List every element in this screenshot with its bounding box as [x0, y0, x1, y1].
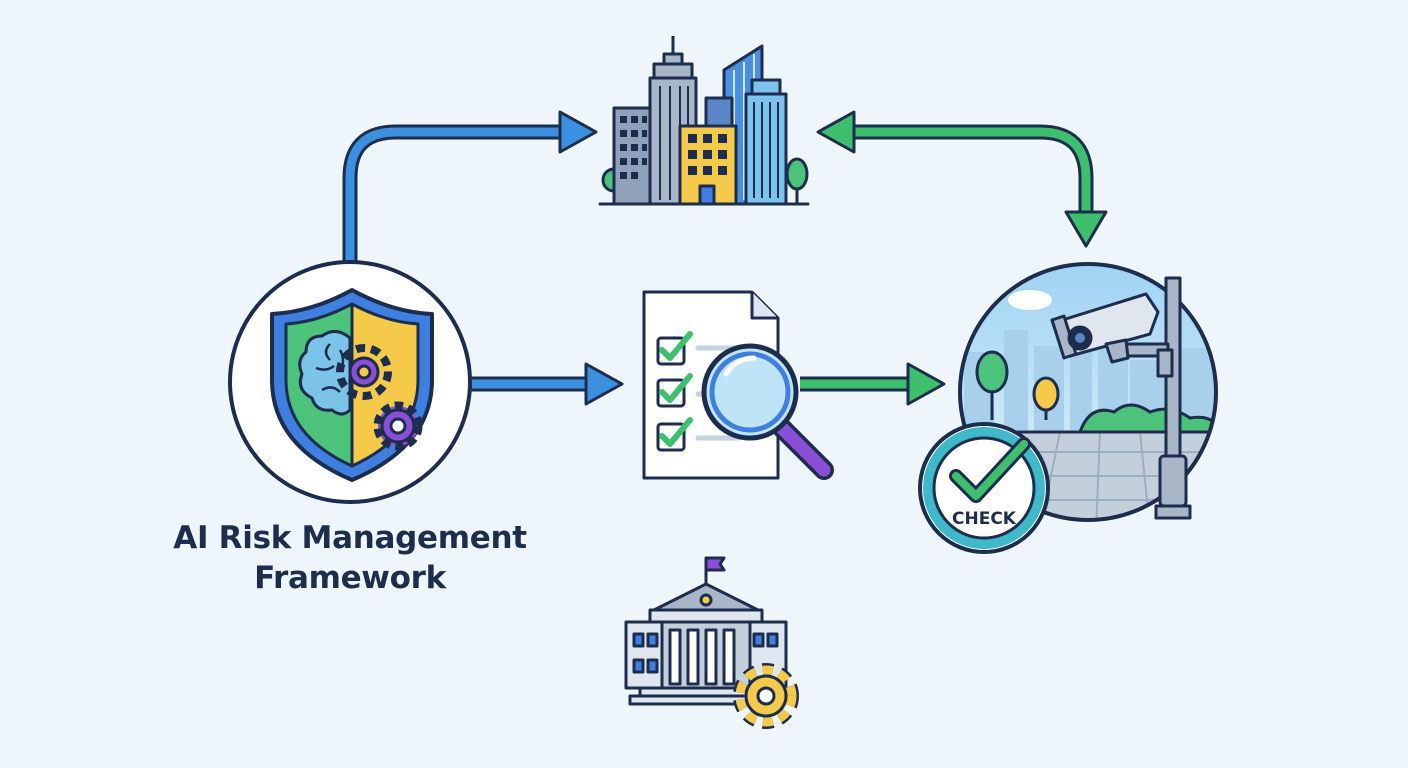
- brain-icon: [298, 330, 352, 416]
- arrow-framework-to-city: [342, 110, 598, 262]
- arrow-checklist-to-cctv: [800, 362, 946, 406]
- check-badge-label: CHECK: [952, 509, 1017, 529]
- purple-gear-icon: [373, 401, 423, 451]
- checklist-magnifier-icon: [642, 290, 834, 480]
- framework-label-line1: AI Risk Management: [173, 520, 527, 556]
- arrow-framework-to-checklist: [470, 362, 624, 406]
- arrow-city-cctv: [816, 110, 1108, 248]
- shield-brain-gear-icon: [228, 260, 472, 504]
- yellow-gear-icon: [733, 663, 799, 729]
- government-building-gear-icon: [624, 556, 799, 729]
- city-buildings-icon: [598, 36, 810, 206]
- framework-label-line2: Framework: [254, 560, 446, 596]
- check-badge-icon: CHECK: [918, 422, 1050, 554]
- framework-label: AI Risk Management Framework: [150, 518, 550, 598]
- checklist-rows: [656, 331, 743, 452]
- shield-gear-icon: [336, 344, 392, 400]
